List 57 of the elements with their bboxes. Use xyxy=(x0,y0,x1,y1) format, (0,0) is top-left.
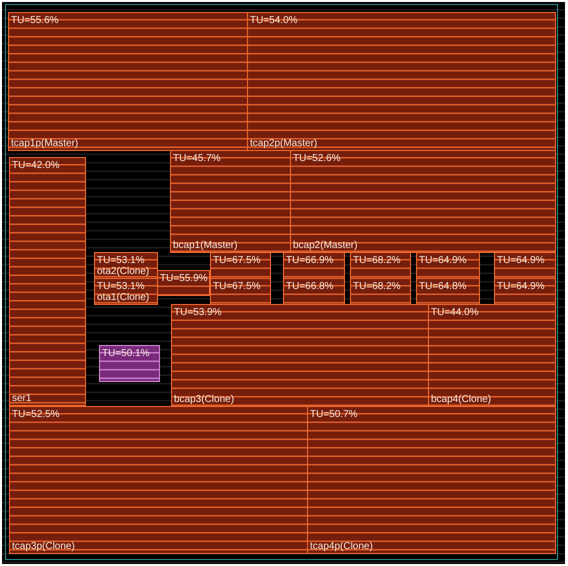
placement-block xyxy=(210,278,271,305)
block-name: tcap2p(Master) xyxy=(250,138,318,149)
block-name: bcap2(Master) xyxy=(293,240,358,251)
block-name: bcap3(Clone) xyxy=(174,394,234,405)
utilization-label: TU=54.0% xyxy=(250,15,298,26)
utilization-label: TU=68.2% xyxy=(353,255,401,266)
placement-block xyxy=(94,278,158,305)
placement-block xyxy=(171,304,429,407)
utilization-label: TU=52.5% xyxy=(12,409,60,420)
placement-block xyxy=(350,252,411,279)
utilization-label: TU=53.9% xyxy=(174,307,222,318)
utilization-label: TU=66.8% xyxy=(286,281,334,292)
selected-block xyxy=(99,345,160,382)
utilization-label: TU=44.0% xyxy=(431,307,479,318)
utilization-label: TU=55.9% xyxy=(160,273,208,284)
block-name: ota2(Clone) xyxy=(97,266,150,277)
utilization-label: TU=64.8% xyxy=(419,281,467,292)
utilization-label: TU=68.2% xyxy=(353,281,401,292)
placement-block xyxy=(156,270,210,296)
block-name: tcap3p(Clone) xyxy=(12,541,75,552)
placement-block xyxy=(307,406,556,554)
placement-block xyxy=(247,12,556,151)
block-name: tcap4p(Clone) xyxy=(310,541,373,552)
utilization-label: TU=66.9% xyxy=(286,255,334,266)
utilization-label: TU=67.5% xyxy=(213,281,261,292)
block-name: tcap1p(Master) xyxy=(11,138,78,149)
placement-block xyxy=(94,252,158,279)
utilization-label: TU=52.6% xyxy=(293,153,341,164)
placement-block xyxy=(9,406,308,554)
placement-block xyxy=(283,278,345,305)
placement-block xyxy=(350,278,411,305)
utilization-label: TU=42.0% xyxy=(12,160,60,171)
placement-block xyxy=(8,12,248,151)
utilization-label: TU=45.7% xyxy=(173,153,221,164)
placement-block xyxy=(210,252,271,279)
utilization-label: TU=64.9% xyxy=(419,255,467,266)
block-name: ser1 xyxy=(12,393,32,404)
placement-block xyxy=(290,150,556,253)
utilization-label: TU=64.9% xyxy=(497,281,545,292)
placement-block xyxy=(9,157,86,406)
placement-block xyxy=(494,278,556,305)
block-name: ota1(Clone) xyxy=(97,292,150,303)
utilization-label: TU=67.5% xyxy=(213,255,261,266)
utilization-label: TU=50.1% xyxy=(102,348,150,359)
block-name: bcap4(Clone) xyxy=(431,394,492,405)
utilization-label: TU=53.1% xyxy=(97,255,145,266)
utilization-label: TU=55.6% xyxy=(11,15,59,26)
utilization-label: TU=64.9% xyxy=(497,255,545,266)
placement-block xyxy=(416,252,480,279)
placement-block xyxy=(416,278,480,305)
placement-block xyxy=(428,304,556,407)
placement-block xyxy=(170,150,291,253)
utilization-label: TU=50.7% xyxy=(310,409,358,420)
placement-block xyxy=(494,252,556,279)
block-name: bcap1(Master) xyxy=(173,240,238,251)
utilization-label: TU=53.1% xyxy=(97,281,145,292)
placement-block xyxy=(283,252,345,279)
